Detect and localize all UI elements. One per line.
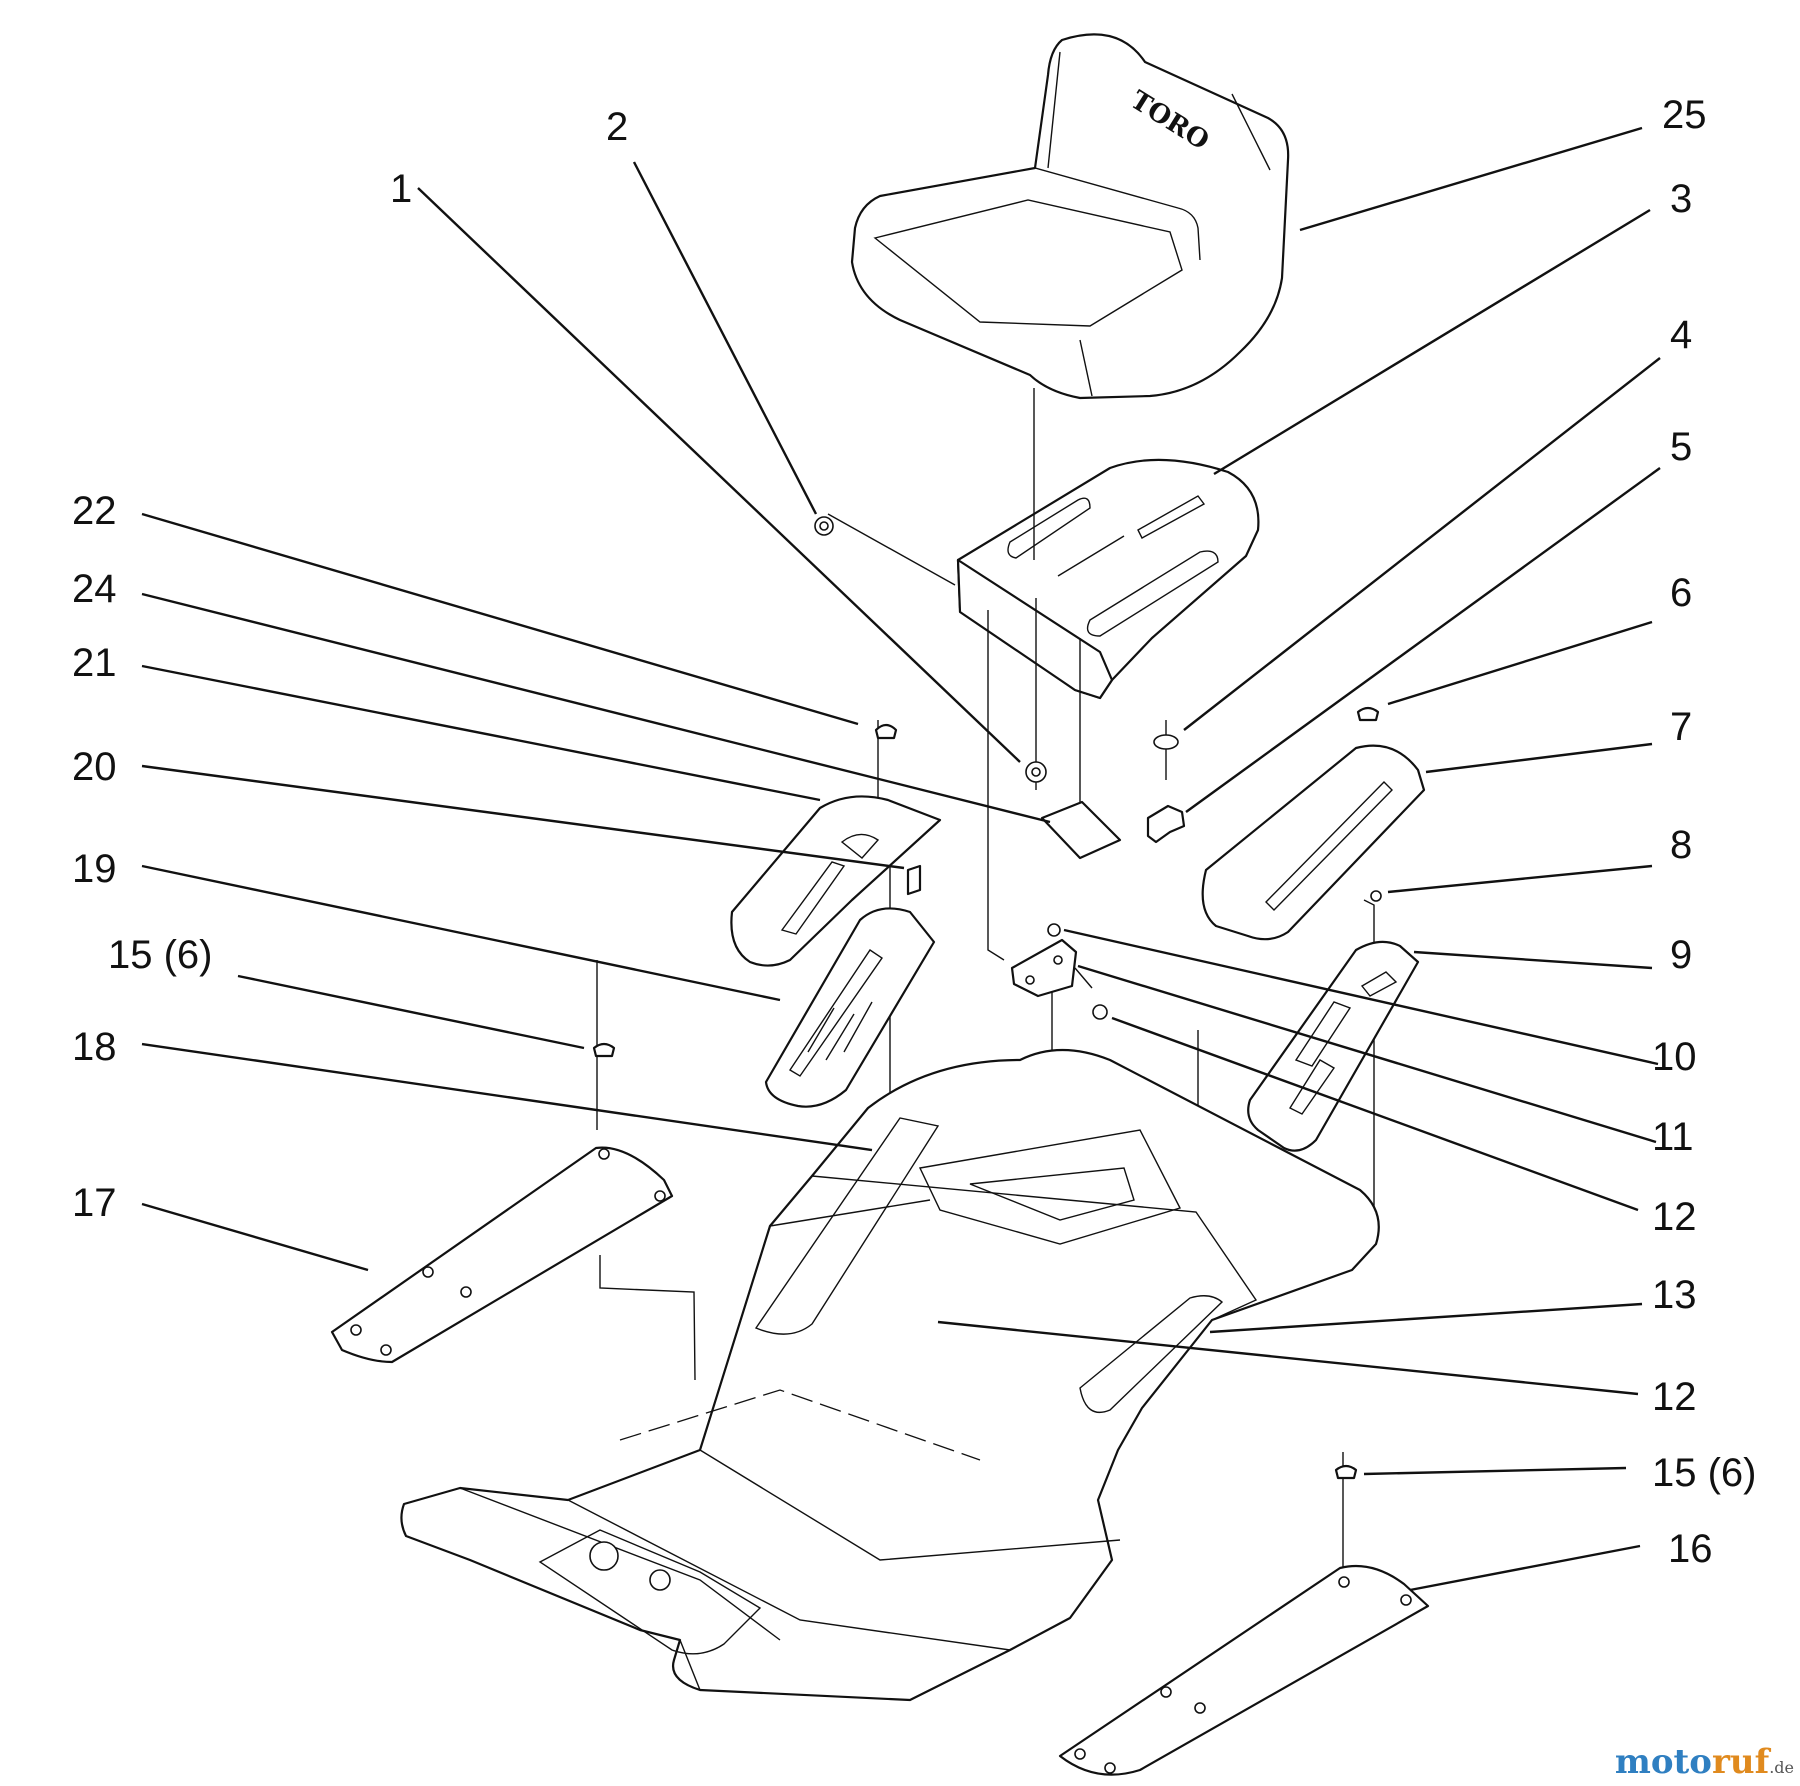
callout-24: 24 (72, 567, 117, 611)
callout-labels: 1 2 25 3 4 5 22 24 6 21 7 20 8 19 9 15 (… (72, 93, 1757, 1571)
callout-4: 4 (1670, 313, 1692, 357)
callout-12a: 12 (1652, 1195, 1697, 1239)
seat: TORO (850, 33, 1290, 400)
callout-16: 16 (1668, 1527, 1713, 1571)
leader-11 (1077, 964, 1657, 1144)
left-plates (730, 795, 942, 1108)
callout-11: 11 (1652, 1115, 1694, 1159)
callout-17: 17 (72, 1181, 117, 1225)
leader-21 (141, 664, 821, 802)
callout-8: 8 (1670, 823, 1692, 867)
watermark-part-a: moto (1614, 1742, 1712, 1782)
callout-9: 9 (1670, 933, 1692, 977)
callout-13: 13 (1652, 1273, 1697, 1317)
leader-9 (1413, 950, 1653, 970)
leader-20 (141, 764, 905, 870)
leader-12b (937, 1320, 1639, 1396)
leader-7 (1425, 742, 1653, 774)
seat-pan (956, 458, 1260, 700)
leader-10 (1063, 928, 1659, 1066)
callout-3: 3 (1670, 177, 1692, 221)
callout-18: 18 (72, 1025, 117, 1069)
watermark-part-c: .de (1769, 1758, 1794, 1777)
callout-7: 7 (1670, 705, 1692, 749)
callout-15b: 15 (6) (1652, 1451, 1757, 1495)
leader-1 (417, 187, 1021, 763)
leader-25 (1299, 126, 1643, 232)
chassis (400, 1048, 1380, 1702)
right-floor-plate (1058, 1564, 1430, 1776)
leader-5 (1185, 467, 1661, 813)
callout-10: 10 (1652, 1035, 1697, 1079)
watermark-logo: motoruf.de (1615, 1742, 1794, 1782)
leader-6 (1387, 620, 1653, 706)
leader-19 (141, 864, 781, 1002)
leader-15b (1363, 1466, 1627, 1476)
callout-20: 20 (72, 745, 117, 789)
leader-22 (141, 512, 859, 726)
leader-12a (1111, 1016, 1639, 1212)
callout-12b: 12 (1652, 1375, 1697, 1419)
callout-5: 5 (1670, 425, 1692, 469)
right-plates (1201, 744, 1426, 1152)
watermark-part-b: ruf (1711, 1742, 1770, 1782)
leader-13 (1209, 1302, 1643, 1334)
small-hardware (592, 516, 1382, 1480)
leader-8 (1387, 864, 1653, 894)
leader-lines (141, 126, 1661, 1592)
leader-18 (141, 1042, 873, 1152)
leader-16 (1409, 1544, 1641, 1592)
callout-2: 2 (606, 105, 628, 149)
left-floor-plate (330, 1146, 674, 1364)
callout-19: 19 (72, 847, 117, 891)
callout-25: 25 (1662, 93, 1707, 137)
leader-24 (141, 592, 1051, 824)
leader-2 (632, 161, 818, 515)
leader-15a (237, 974, 585, 1050)
callout-21: 21 (72, 641, 117, 685)
leader-4 (1183, 357, 1661, 731)
assembly-lines (596, 388, 1375, 1582)
leader-17 (141, 1202, 369, 1272)
callout-6: 6 (1670, 571, 1692, 615)
callout-22: 22 (72, 489, 117, 533)
callout-1: 1 (390, 167, 412, 211)
leader-3 (1213, 208, 1651, 476)
callout-15a: 15 (6) (108, 933, 213, 977)
